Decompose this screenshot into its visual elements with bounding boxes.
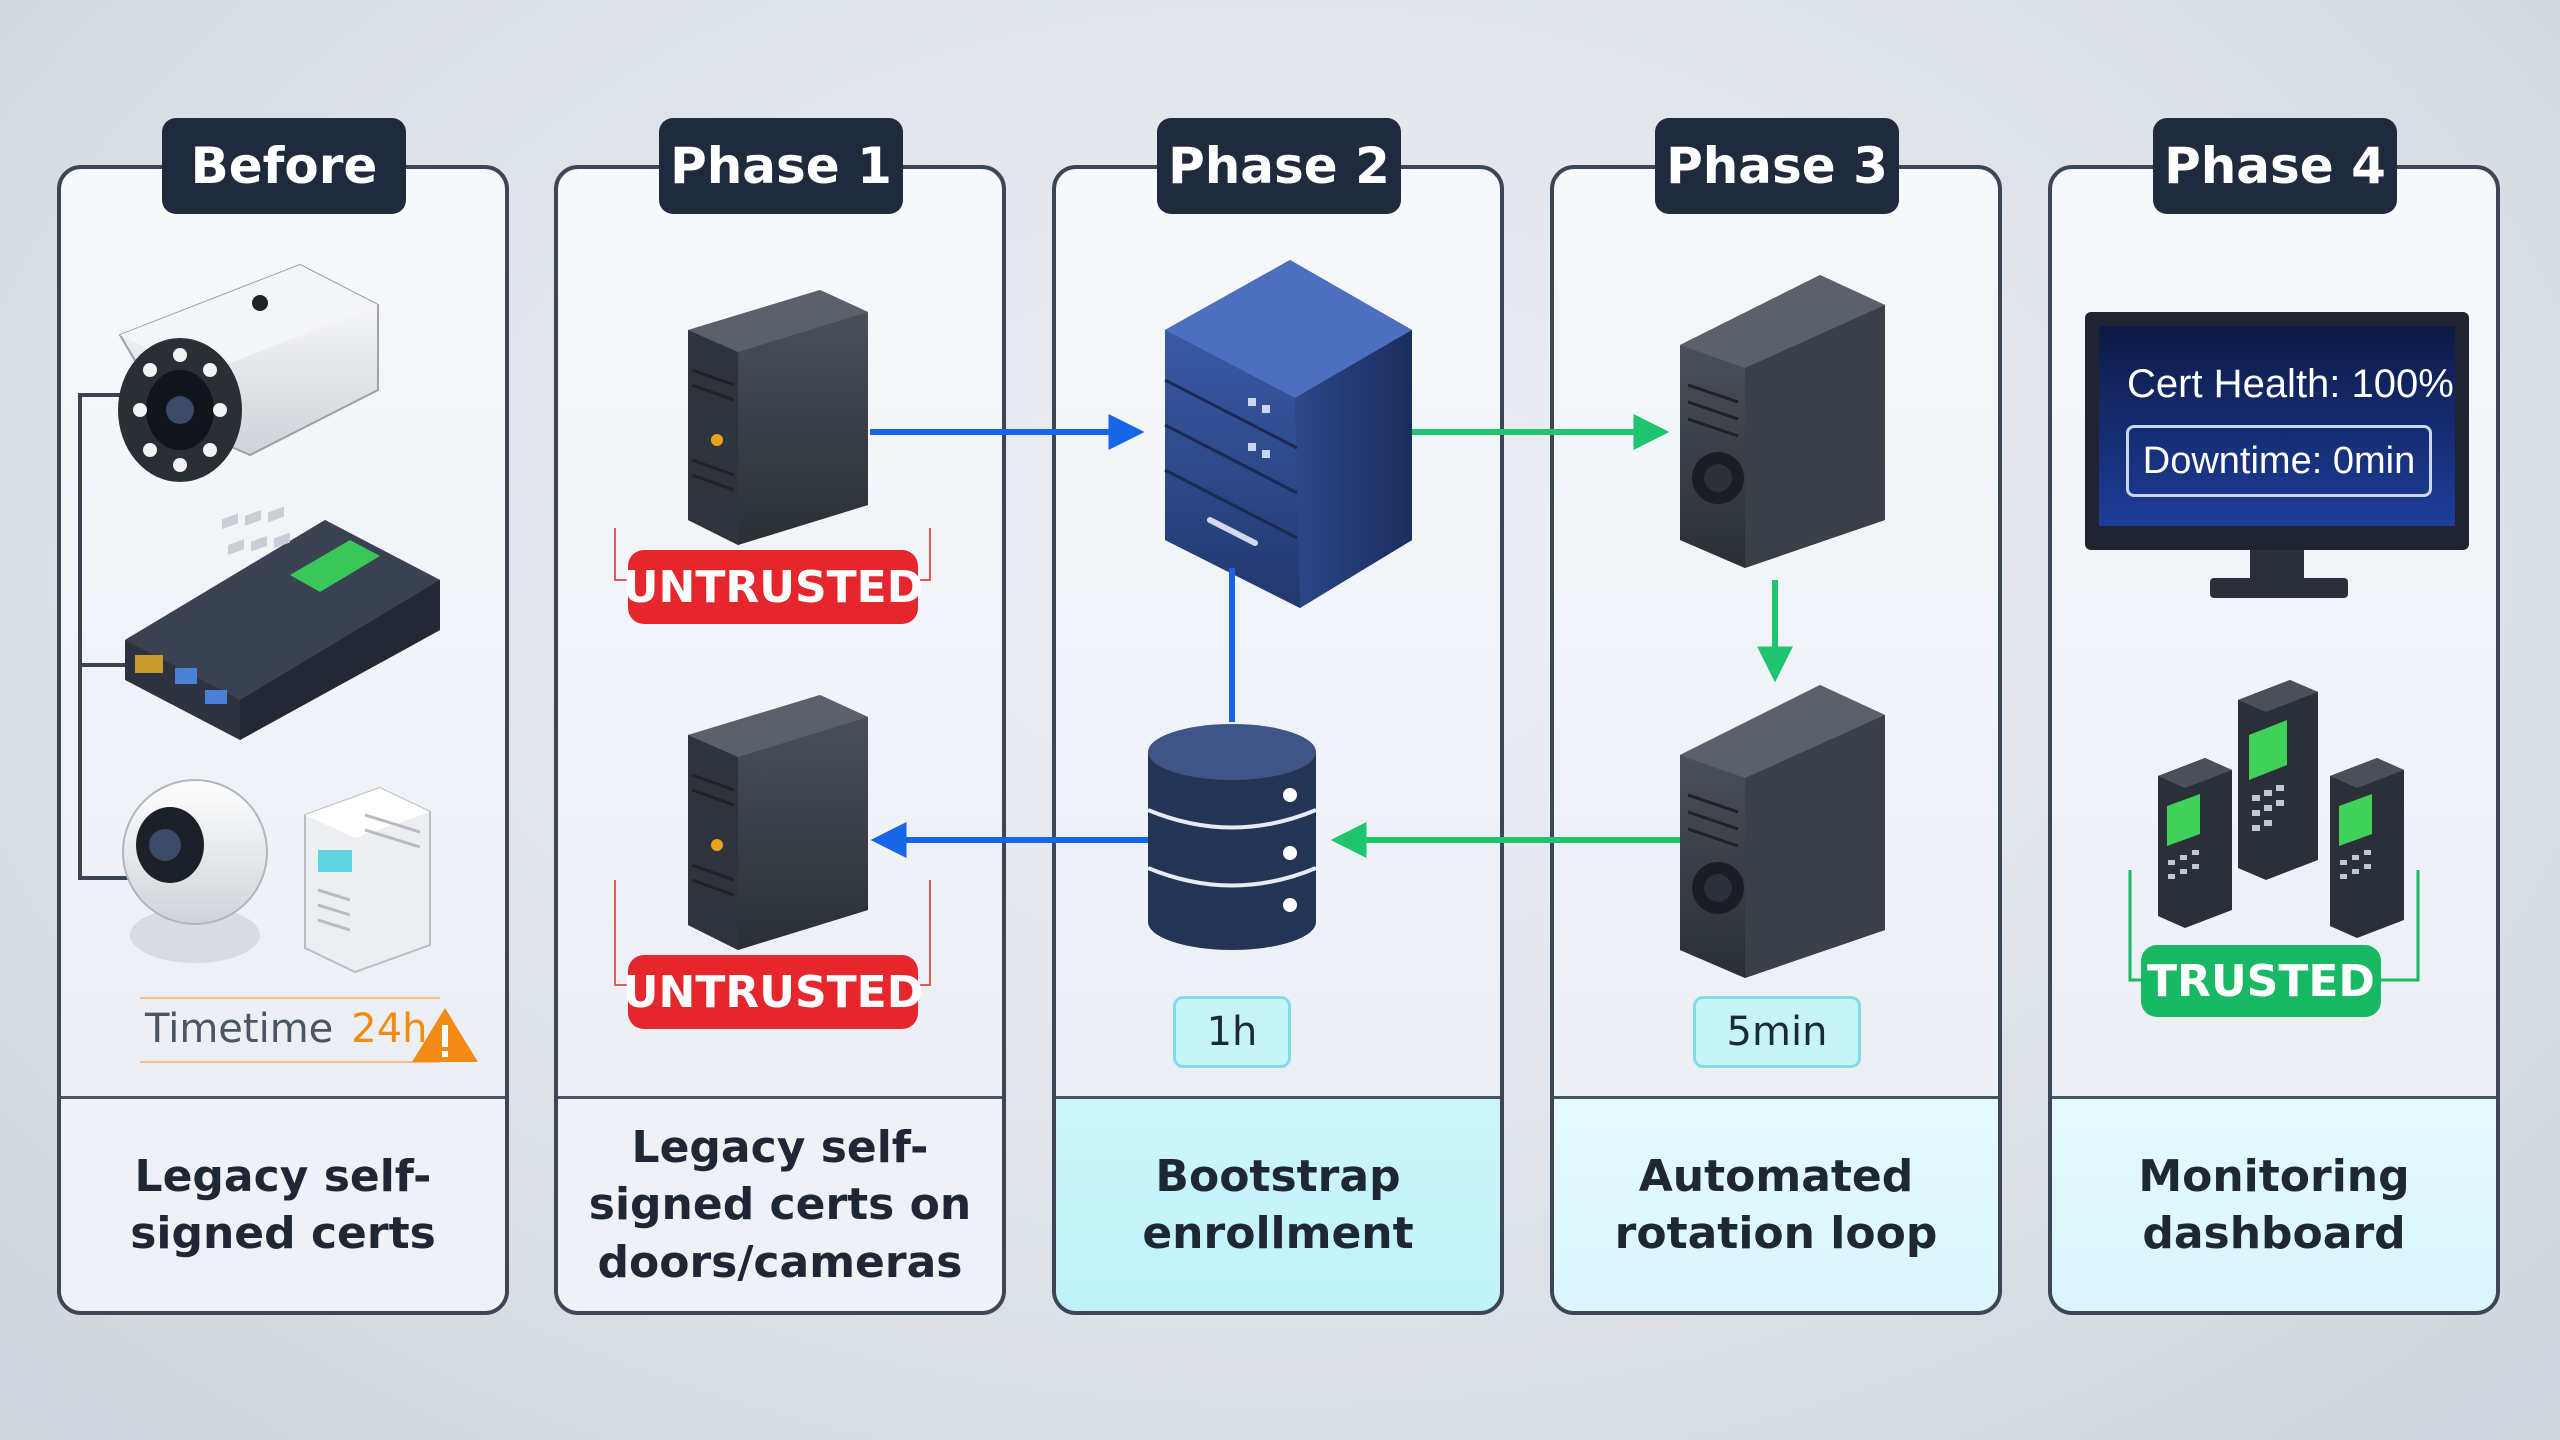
panel-phase-2: Bootstrap enrollment <box>1052 165 1504 1315</box>
warning-icon <box>412 1008 478 1062</box>
untrusted-badge-bottom: UNTRUSTED <box>623 955 923 1029</box>
untrusted-badge-top: UNTRUSTED <box>623 550 923 624</box>
caption-before: Legacy self-signed certs <box>61 1096 505 1311</box>
ca-server-rack-icon <box>1164 260 1412 608</box>
trusted-badge: TRUSTED <box>2141 945 2381 1017</box>
access-control-box-icon <box>125 506 440 740</box>
server-untrusted-top-icon <box>688 290 868 545</box>
header-phase-2: Phase 2 <box>1157 118 1401 214</box>
header-phase-1: Phase 1 <box>659 118 903 214</box>
caption-phase-3: Automated rotation loop <box>1554 1096 1998 1311</box>
timetime-label: Timetime <box>145 1006 334 1052</box>
bullet-camera-icon <box>118 263 379 482</box>
interval-badge-1h: 1h <box>1173 996 1291 1068</box>
network-appliance-icon <box>304 786 431 974</box>
timetime-indicator: Timetime 24h <box>145 1006 428 1052</box>
caption-phase-1: Legacy self-signed certs on doors/camera… <box>558 1096 1002 1311</box>
header-before: Before <box>162 118 406 214</box>
caption-phase-4: Monitoring dashboard <box>2052 1096 2496 1311</box>
rotation-server-top-icon <box>1680 275 1885 568</box>
rotation-server-bottom-icon <box>1680 685 1885 978</box>
database-icon <box>1147 724 1317 950</box>
cable-line <box>78 393 150 880</box>
downtime-box: Downtime: 0min <box>2126 425 2432 497</box>
caption-phase-2: Bootstrap enrollment <box>1056 1096 1500 1311</box>
dome-camera-icon <box>122 779 268 963</box>
trusted-devices-icon <box>2128 680 2420 982</box>
header-phase-3: Phase 3 <box>1655 118 1899 214</box>
header-phase-4: Phase 4 <box>2153 118 2397 214</box>
server-untrusted-bottom-icon <box>688 695 868 950</box>
timetime-value: 24h <box>351 1006 428 1052</box>
interval-badge-5min: 5min <box>1693 996 1861 1068</box>
cert-health-text: Cert Health: 100% <box>2127 362 2454 406</box>
